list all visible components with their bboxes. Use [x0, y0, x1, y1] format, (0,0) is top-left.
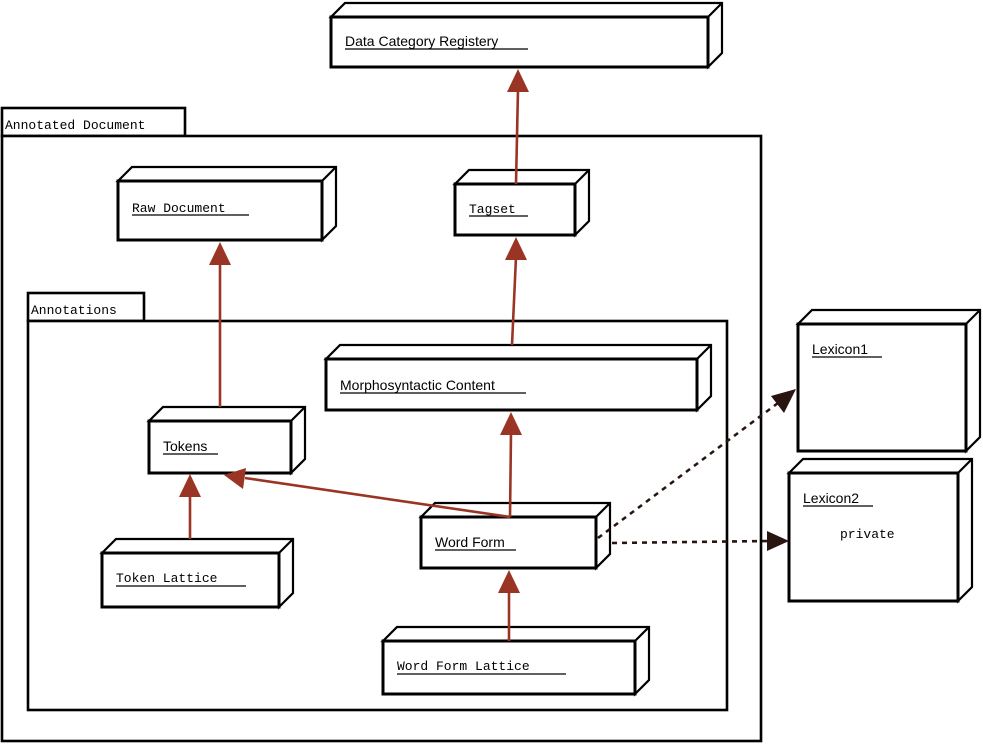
node-morphosyntactic-content[interactable]: Morphosyntactic Content	[323, 343, 713, 413]
arrow-token-lattice-to-tokens	[179, 474, 201, 539]
arrow-word-form-to-morphosyntactic	[500, 412, 522, 518]
node-raw-document-label: Raw Document	[132, 201, 226, 216]
dependency-word-form-to-lexicon2	[611, 531, 789, 551]
node-lexicon1-label: Lexicon1	[812, 341, 868, 357]
node-morphosyntactic-content-label: Morphosyntactic Content	[340, 377, 495, 393]
node-tagset[interactable]: Tagset	[452, 168, 591, 238]
dependency-word-form-to-lexicon1	[597, 389, 796, 540]
arrow-word-form-lattice-to-word-form	[498, 570, 520, 641]
node-raw-document[interactable]: Raw Document	[115, 165, 338, 243]
package-annotations-tab	[26, 291, 146, 323]
node-lexicon2-visibility: private	[840, 527, 895, 542]
node-tokens[interactable]: Tokens	[146, 405, 307, 476]
node-lexicon2[interactable]: Lexicon2 private	[786, 457, 974, 604]
node-word-form[interactable]: Word Form	[418, 501, 612, 571]
arrow-tagset-to-registery	[507, 69, 529, 185]
package-annotations-label: Annotations	[31, 303, 117, 318]
node-lexicon2-label: Lexicon2	[803, 490, 859, 506]
node-word-form-label: Word Form	[435, 534, 505, 550]
node-data-category-registery[interactable]: Data Category Registery	[328, 1, 724, 70]
arrow-tokens-to-raw-document	[209, 242, 231, 407]
node-data-category-registery-label: Data Category Registery	[345, 33, 498, 49]
package-annotated-document-label: Annotated Document	[5, 118, 145, 133]
node-tokens-label: Tokens	[163, 438, 207, 454]
node-tagset-label: Tagset	[469, 202, 516, 217]
arrow-word-form-to-tokens	[224, 468, 511, 519]
node-token-lattice[interactable]: Token Lattice	[99, 537, 295, 610]
arrow-morphosyntactic-to-tagset	[505, 237, 527, 346]
node-lexicon1[interactable]: Lexicon1	[795, 308, 982, 454]
node-word-form-lattice-label: Word Form Lattice	[397, 659, 530, 674]
node-token-lattice-label: Token Lattice	[116, 571, 217, 586]
node-word-form-lattice[interactable]: Word Form Lattice	[380, 625, 651, 697]
